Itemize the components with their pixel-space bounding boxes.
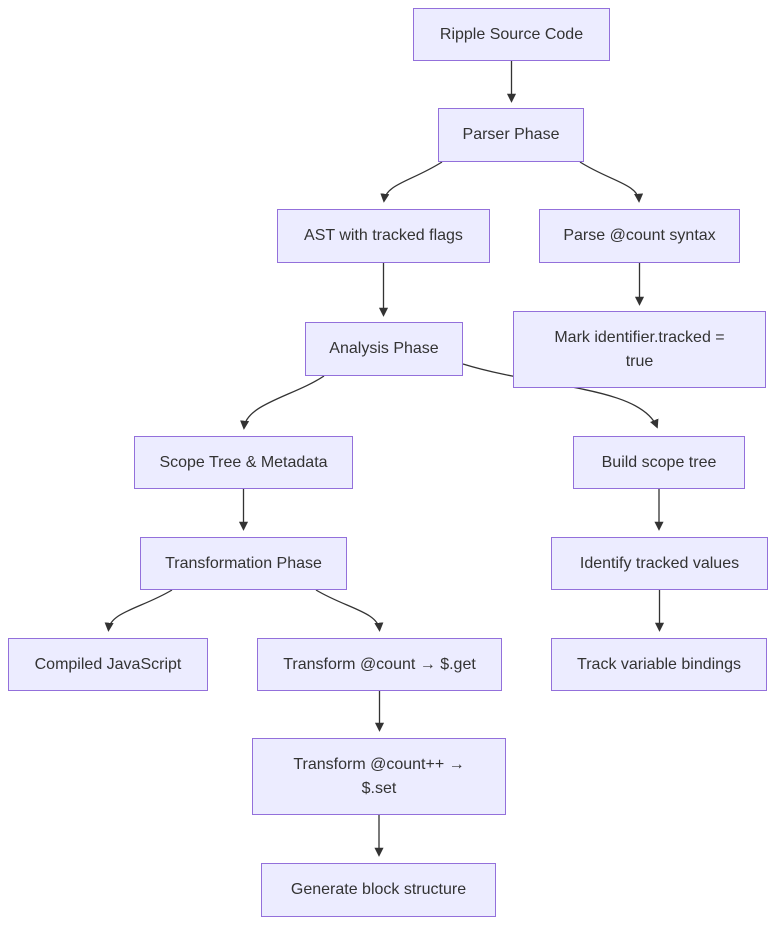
node-transformation-phase: Transformation Phase (140, 537, 347, 590)
node-generate-block-structure: Generate block structure (261, 863, 496, 917)
node-transform-count-get: Transform @count → $.get (257, 638, 502, 691)
node-parser-phase: Parser Phase (438, 108, 584, 162)
node-ripple-source-code: Ripple Source Code (413, 8, 610, 61)
node-analysis-phase: Analysis Phase (305, 322, 463, 376)
node-parse-count-syntax: Parse @count syntax (539, 209, 740, 263)
node-mark-identifier-tracked: Mark identifier.tracked = true (513, 311, 766, 388)
node-identify-tracked-values: Identify tracked values (551, 537, 768, 590)
edge-analysis-to-build-scope (462, 363, 659, 429)
edge-parser-to-ast (380, 161, 443, 203)
node-scope-tree-metadata: Scope Tree & Metadata (134, 436, 353, 489)
node-ast-with-tracked-flags: AST with tracked flags (277, 209, 490, 263)
edge-analysis-to-scope-tree (240, 375, 325, 430)
node-compiled-javascript: Compiled JavaScript (8, 638, 208, 691)
node-build-scope-tree: Build scope tree (573, 436, 745, 489)
node-track-variable-bindings: Track variable bindings (551, 638, 767, 691)
edge-transformation-to-transform-get (315, 589, 384, 632)
node-transform-count-set: Transform @count++ → $.set (252, 738, 506, 815)
edge-transformation-to-compiled (104, 589, 173, 632)
edge-parser-to-parse-syntax (579, 161, 644, 203)
